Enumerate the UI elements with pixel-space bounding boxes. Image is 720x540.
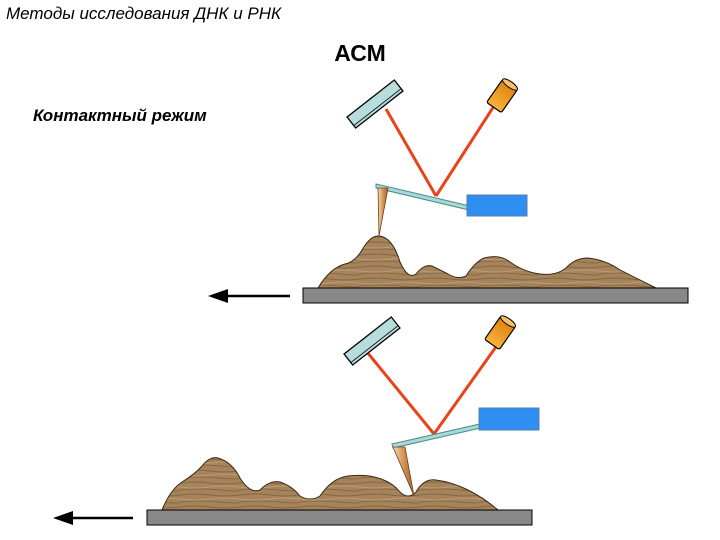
photodetector — [478, 407, 540, 431]
slide-title: АСМ — [334, 40, 386, 66]
laser-beam-reflected — [365, 351, 436, 435]
mode-label: Контактный режим — [33, 106, 207, 125]
mirror — [343, 316, 401, 366]
substrate — [302, 287, 689, 304]
afm-tip — [392, 446, 415, 497]
cantilever — [375, 183, 471, 211]
photodetector — [466, 194, 528, 217]
mirror — [346, 79, 404, 129]
afm-setup-top — [208, 78, 689, 304]
laser-beam-reflected — [384, 108, 438, 197]
header-title: Методы исследования ДНК и РНК — [6, 4, 282, 23]
sample-surface — [317, 235, 657, 289]
scan-direction-arrow — [53, 511, 133, 525]
scan-direction-arrow — [208, 289, 290, 303]
laser-beam-incident — [432, 343, 500, 435]
afm-tip — [377, 187, 389, 237]
laser-source — [486, 78, 519, 113]
substrate — [146, 509, 533, 526]
laser-beam-incident — [434, 105, 496, 197]
afm-setup-bottom — [53, 315, 540, 526]
laser-source — [484, 315, 517, 350]
sample-surface — [161, 457, 500, 511]
